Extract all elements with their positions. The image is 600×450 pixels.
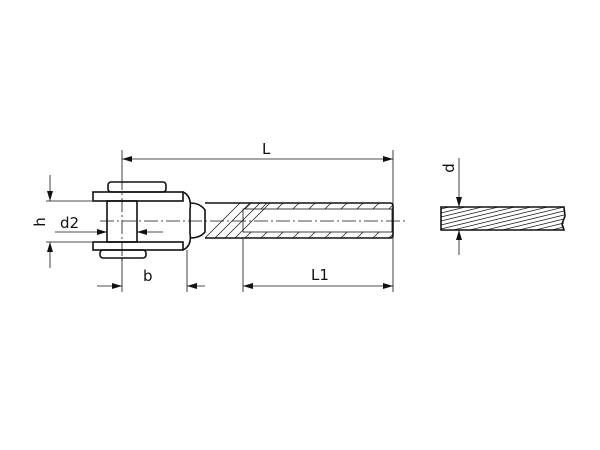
- rope-strand: [533, 222, 564, 230]
- thread-hatch: [324, 231, 332, 238]
- rope-strand: [441, 171, 564, 201]
- rope-strand: [441, 175, 564, 205]
- thread-hatch: [260, 231, 268, 238]
- dimension-L: L: [121, 140, 394, 292]
- thread-hatch: [244, 203, 252, 210]
- thread-hatch: [244, 231, 252, 238]
- thread-hatch: [276, 231, 284, 238]
- dimension-d: d: [440, 158, 462, 255]
- thread-hatch: [356, 231, 364, 238]
- rope-strand: [441, 207, 451, 210]
- dimension-L1: L1: [242, 238, 393, 292]
- rope-strand: [441, 163, 564, 193]
- label-d2: d2: [60, 214, 79, 232]
- thread-hatch: [388, 233, 393, 238]
- rope-strand: [441, 207, 468, 214]
- rope-strand: [441, 239, 564, 269]
- dimension-h: h: [31, 175, 92, 268]
- rope-strand: [468, 207, 564, 230]
- thread-hatch: [388, 204, 393, 210]
- rope-strand: [441, 259, 564, 289]
- rope-strand: [517, 218, 564, 230]
- rope-strand: [441, 235, 564, 265]
- rope-strand: [441, 207, 533, 230]
- thread-hatch: [340, 231, 348, 238]
- rope-strand: [441, 251, 564, 281]
- rope-strand: [441, 159, 564, 189]
- thread-hatch: [308, 231, 316, 238]
- rope-strand: [441, 207, 500, 222]
- thread-hatch: [372, 203, 380, 210]
- rope-strand: [451, 207, 550, 230]
- rope-strand: [501, 214, 564, 230]
- rope-strand: [441, 207, 517, 226]
- label-d: d: [440, 163, 458, 173]
- label-h: h: [31, 217, 49, 227]
- label-L1: L1: [311, 266, 329, 284]
- rope-strand: [441, 167, 564, 197]
- thread-hatch: [340, 203, 348, 210]
- thread-hatch: [292, 231, 300, 238]
- label-L: L: [262, 140, 271, 158]
- thread-hatch: [324, 203, 332, 210]
- dimension-d2: d2: [55, 214, 163, 235]
- rope-strand: [441, 243, 564, 273]
- rope-strand: [441, 247, 564, 277]
- rope-strand: [484, 210, 564, 230]
- thread-hatch: [260, 203, 268, 210]
- thread-hatch: [292, 203, 300, 210]
- dimension-b: b: [97, 250, 205, 292]
- rope-strand: [550, 226, 564, 230]
- threaded-shank: [205, 202, 394, 239]
- thread-hatch: [356, 203, 364, 210]
- fork-body: [92, 181, 206, 259]
- thread-hatch: [308, 203, 316, 210]
- wire-rope: [440, 159, 566, 289]
- rope-strand: [441, 207, 484, 218]
- thread-hatch: [276, 203, 284, 210]
- thread-hatch: [372, 231, 380, 238]
- rope-strand: [441, 231, 564, 261]
- label-b: b: [143, 267, 153, 285]
- rope-strand: [441, 255, 564, 285]
